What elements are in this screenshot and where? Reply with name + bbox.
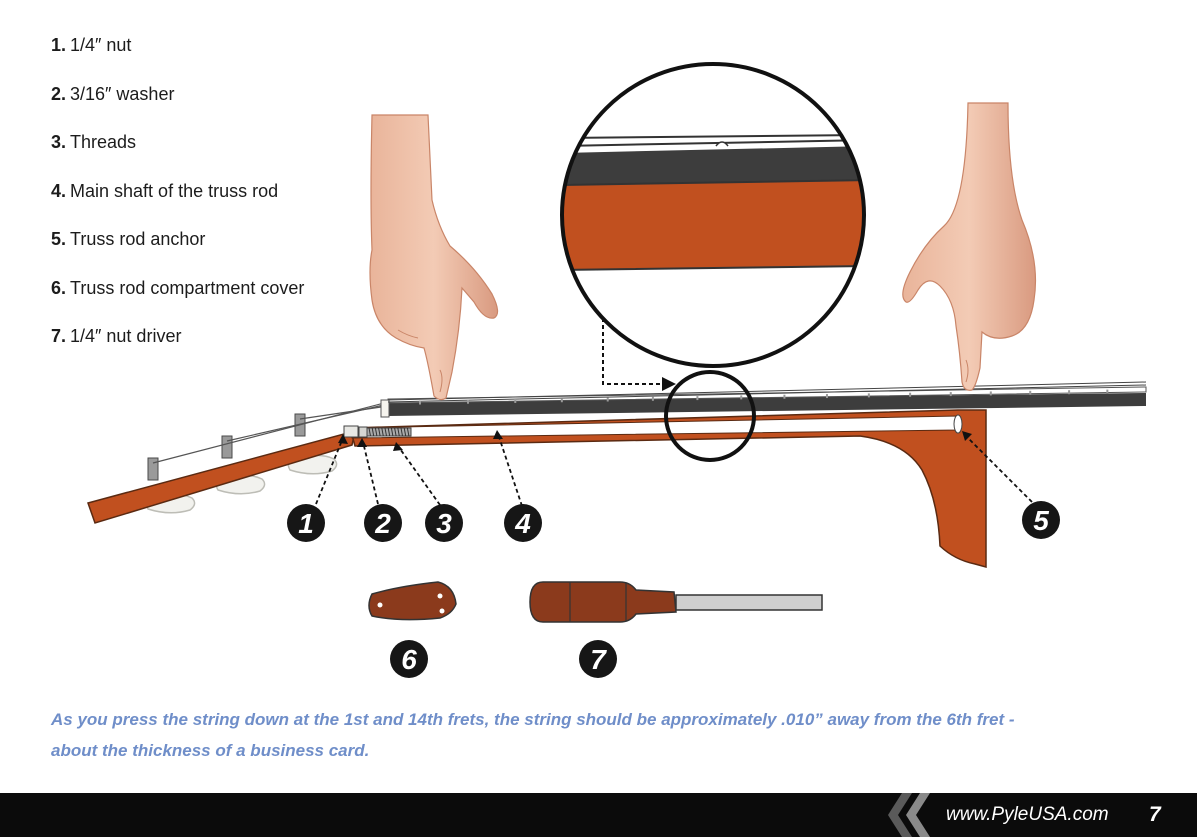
thread-mark: [374, 427, 378, 437]
callout-5: 5: [1022, 501, 1060, 539]
legend-item-main-shaft: 4.Main shaft of the truss rod: [51, 180, 279, 201]
callout-3: 3: [425, 504, 463, 542]
legend-item-washer: 2.3/16″ washer: [51, 83, 175, 104]
legend-item-cover: 6.Truss rod compartment cover: [51, 277, 305, 298]
thread-mark: [381, 427, 384, 437]
website-url[interactable]: www.PyleUSA.com: [946, 804, 1109, 825]
svg-text:7: 7: [590, 644, 607, 675]
adjustment-note: As you press the string down at the 1st …: [51, 704, 1151, 766]
svg-text:6: 6: [401, 644, 417, 675]
thread-mark: [390, 427, 394, 437]
callout-7: 7: [579, 640, 617, 678]
legend-item-anchor: 5.Truss rod anchor: [51, 229, 206, 249]
thread-mark: [406, 427, 410, 437]
legend-item-nut: 1.1/4″ nut: [51, 35, 132, 55]
chevron-left-icon: [888, 793, 930, 837]
right-pointing-hand: [902, 102, 1037, 391]
thread-mark: [403, 427, 407, 437]
svg-text:3: 3: [436, 508, 452, 539]
magnified-fret-view: [560, 62, 866, 462]
svg-text:5: 5: [1033, 505, 1049, 536]
thread-mark: [368, 427, 371, 437]
guitar-neck: [343, 381, 1147, 568]
nut-driver: [529, 581, 823, 623]
callout-1: 1: [287, 504, 325, 542]
svg-text:1: 1: [298, 508, 314, 539]
guitar-headstock: [87, 401, 389, 524]
leader-lines: [315, 433, 1033, 507]
thread-mark: [387, 427, 391, 437]
callout-6: 6: [390, 640, 428, 678]
legend-item-nut-driver: 7.1/4″ nut driver: [51, 326, 182, 346]
footer-bar: www.PyleUSA.com 7: [0, 793, 1197, 837]
note-line-1: As you press the string down at the 1st …: [51, 710, 1015, 729]
callout-4: 4: [504, 504, 542, 542]
svg-text:2: 2: [374, 508, 391, 539]
leader-arrowheads: [338, 430, 972, 451]
svg-text:4: 4: [514, 508, 531, 539]
left-pointing-hand: [369, 114, 499, 401]
callout-2: 2: [364, 504, 402, 542]
thread-mark: [400, 427, 403, 437]
note-line-2: about the thickness of a business card.: [51, 741, 370, 760]
thread-mark: [378, 427, 381, 437]
thread-mark: [384, 427, 387, 437]
legend-item-threads: 3.Threads: [51, 132, 137, 152]
page-number: 7: [1149, 803, 1161, 826]
thread-mark: [394, 427, 397, 437]
parts-legend: 1.1/4″ nut 2.3/16″ washer 3.Threads 4.Ma…: [51, 33, 304, 373]
thread-mark: [397, 427, 400, 437]
thread-mark: [371, 427, 375, 437]
truss-rod-cover: [368, 581, 457, 621]
